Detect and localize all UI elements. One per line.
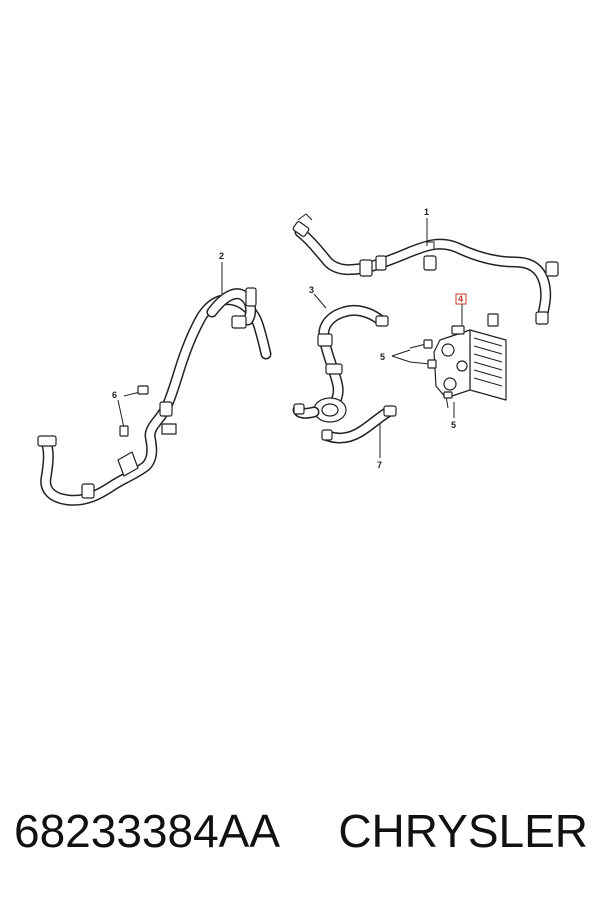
part-1-hose: 1 xyxy=(292,207,559,325)
footer: 68233384AA CHRYSLER xyxy=(0,800,600,870)
callout-3: 3 xyxy=(309,285,314,295)
callout-5a: 5 xyxy=(380,352,385,362)
part-6-clip: 6 xyxy=(112,385,149,437)
part-2-hose: 2 xyxy=(37,251,272,506)
part-5-bolts: 5 5 xyxy=(380,339,456,430)
brand-name: CHRYSLER xyxy=(338,805,588,857)
part-4-oil-cooler: 4 xyxy=(433,293,507,401)
part-3-hose: 3 xyxy=(292,285,389,423)
part-7-tube: 7 xyxy=(321,405,397,470)
callout-5b: 5 xyxy=(451,420,456,430)
callout-4: 4 xyxy=(458,294,463,304)
callout-1: 1 xyxy=(424,207,429,217)
part-number: 68233384AA xyxy=(14,805,281,857)
callout-6: 6 xyxy=(112,390,117,400)
callout-2: 2 xyxy=(219,251,224,261)
callout-7: 7 xyxy=(377,460,382,470)
